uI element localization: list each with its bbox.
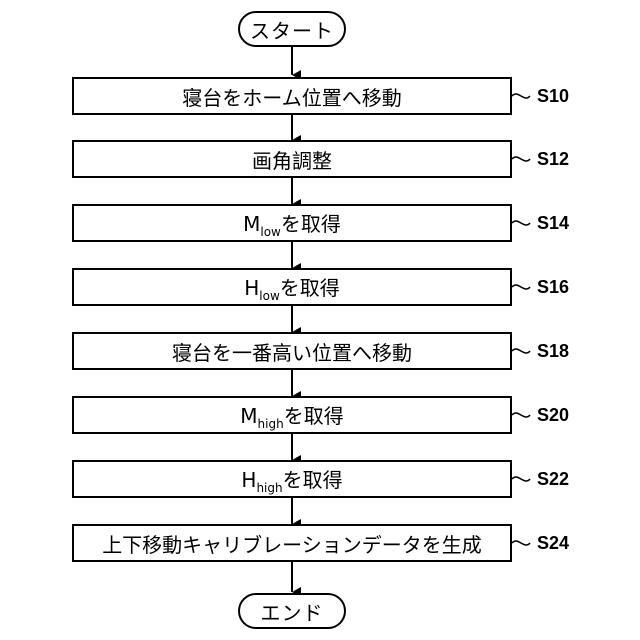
step-box-s10: 寝台をホーム位置へ移動 <box>72 77 512 115</box>
end-label: エンド <box>261 597 324 626</box>
step-id-s14: S14 <box>537 213 569 234</box>
step-id-s20: S20 <box>537 405 569 426</box>
leader-line <box>512 94 530 98</box>
step-id-s12: S12 <box>537 149 569 170</box>
start-terminal: スタート <box>238 11 346 47</box>
step-box-s20: Mhighを取得 <box>72 396 512 434</box>
step-text: 画角調整 <box>252 145 332 174</box>
leader-line <box>512 477 530 481</box>
step-box-s12: 画角調整 <box>72 140 512 178</box>
leader-line <box>512 221 530 225</box>
step-text: Mlowを取得 <box>243 208 341 239</box>
end-terminal: エンド <box>238 593 346 629</box>
step-box-s24: 上下移動キャリブレーションデータを生成 <box>72 524 512 562</box>
step-box-s22: Hhighを取得 <box>72 460 512 498</box>
step-text: 寝台をホーム位置へ移動 <box>182 82 401 111</box>
step-id-s16: S16 <box>537 277 569 298</box>
leader-line <box>512 541 530 545</box>
step-text: Mhighを取得 <box>240 400 343 431</box>
leader-line <box>512 349 530 353</box>
step-id-s22: S22 <box>537 469 569 490</box>
step-text: Hlowを取得 <box>244 272 340 303</box>
step-text: 寝台を一番高い位置へ移動 <box>172 337 412 366</box>
step-id-s10: S10 <box>537 86 569 107</box>
step-box-s16: Hlowを取得 <box>72 268 512 306</box>
step-text: 上下移動キャリブレーションデータを生成 <box>102 529 482 558</box>
leader-line <box>512 157 530 161</box>
leader-line <box>512 285 530 289</box>
step-id-s24: S24 <box>537 533 569 554</box>
step-text: Hhighを取得 <box>241 464 342 495</box>
leader-line <box>512 413 530 417</box>
step-box-s18: 寝台を一番高い位置へ移動 <box>72 332 512 370</box>
start-label: スタート <box>250 15 334 44</box>
step-box-s14: Mlowを取得 <box>72 204 512 242</box>
step-id-s18: S18 <box>537 341 569 362</box>
